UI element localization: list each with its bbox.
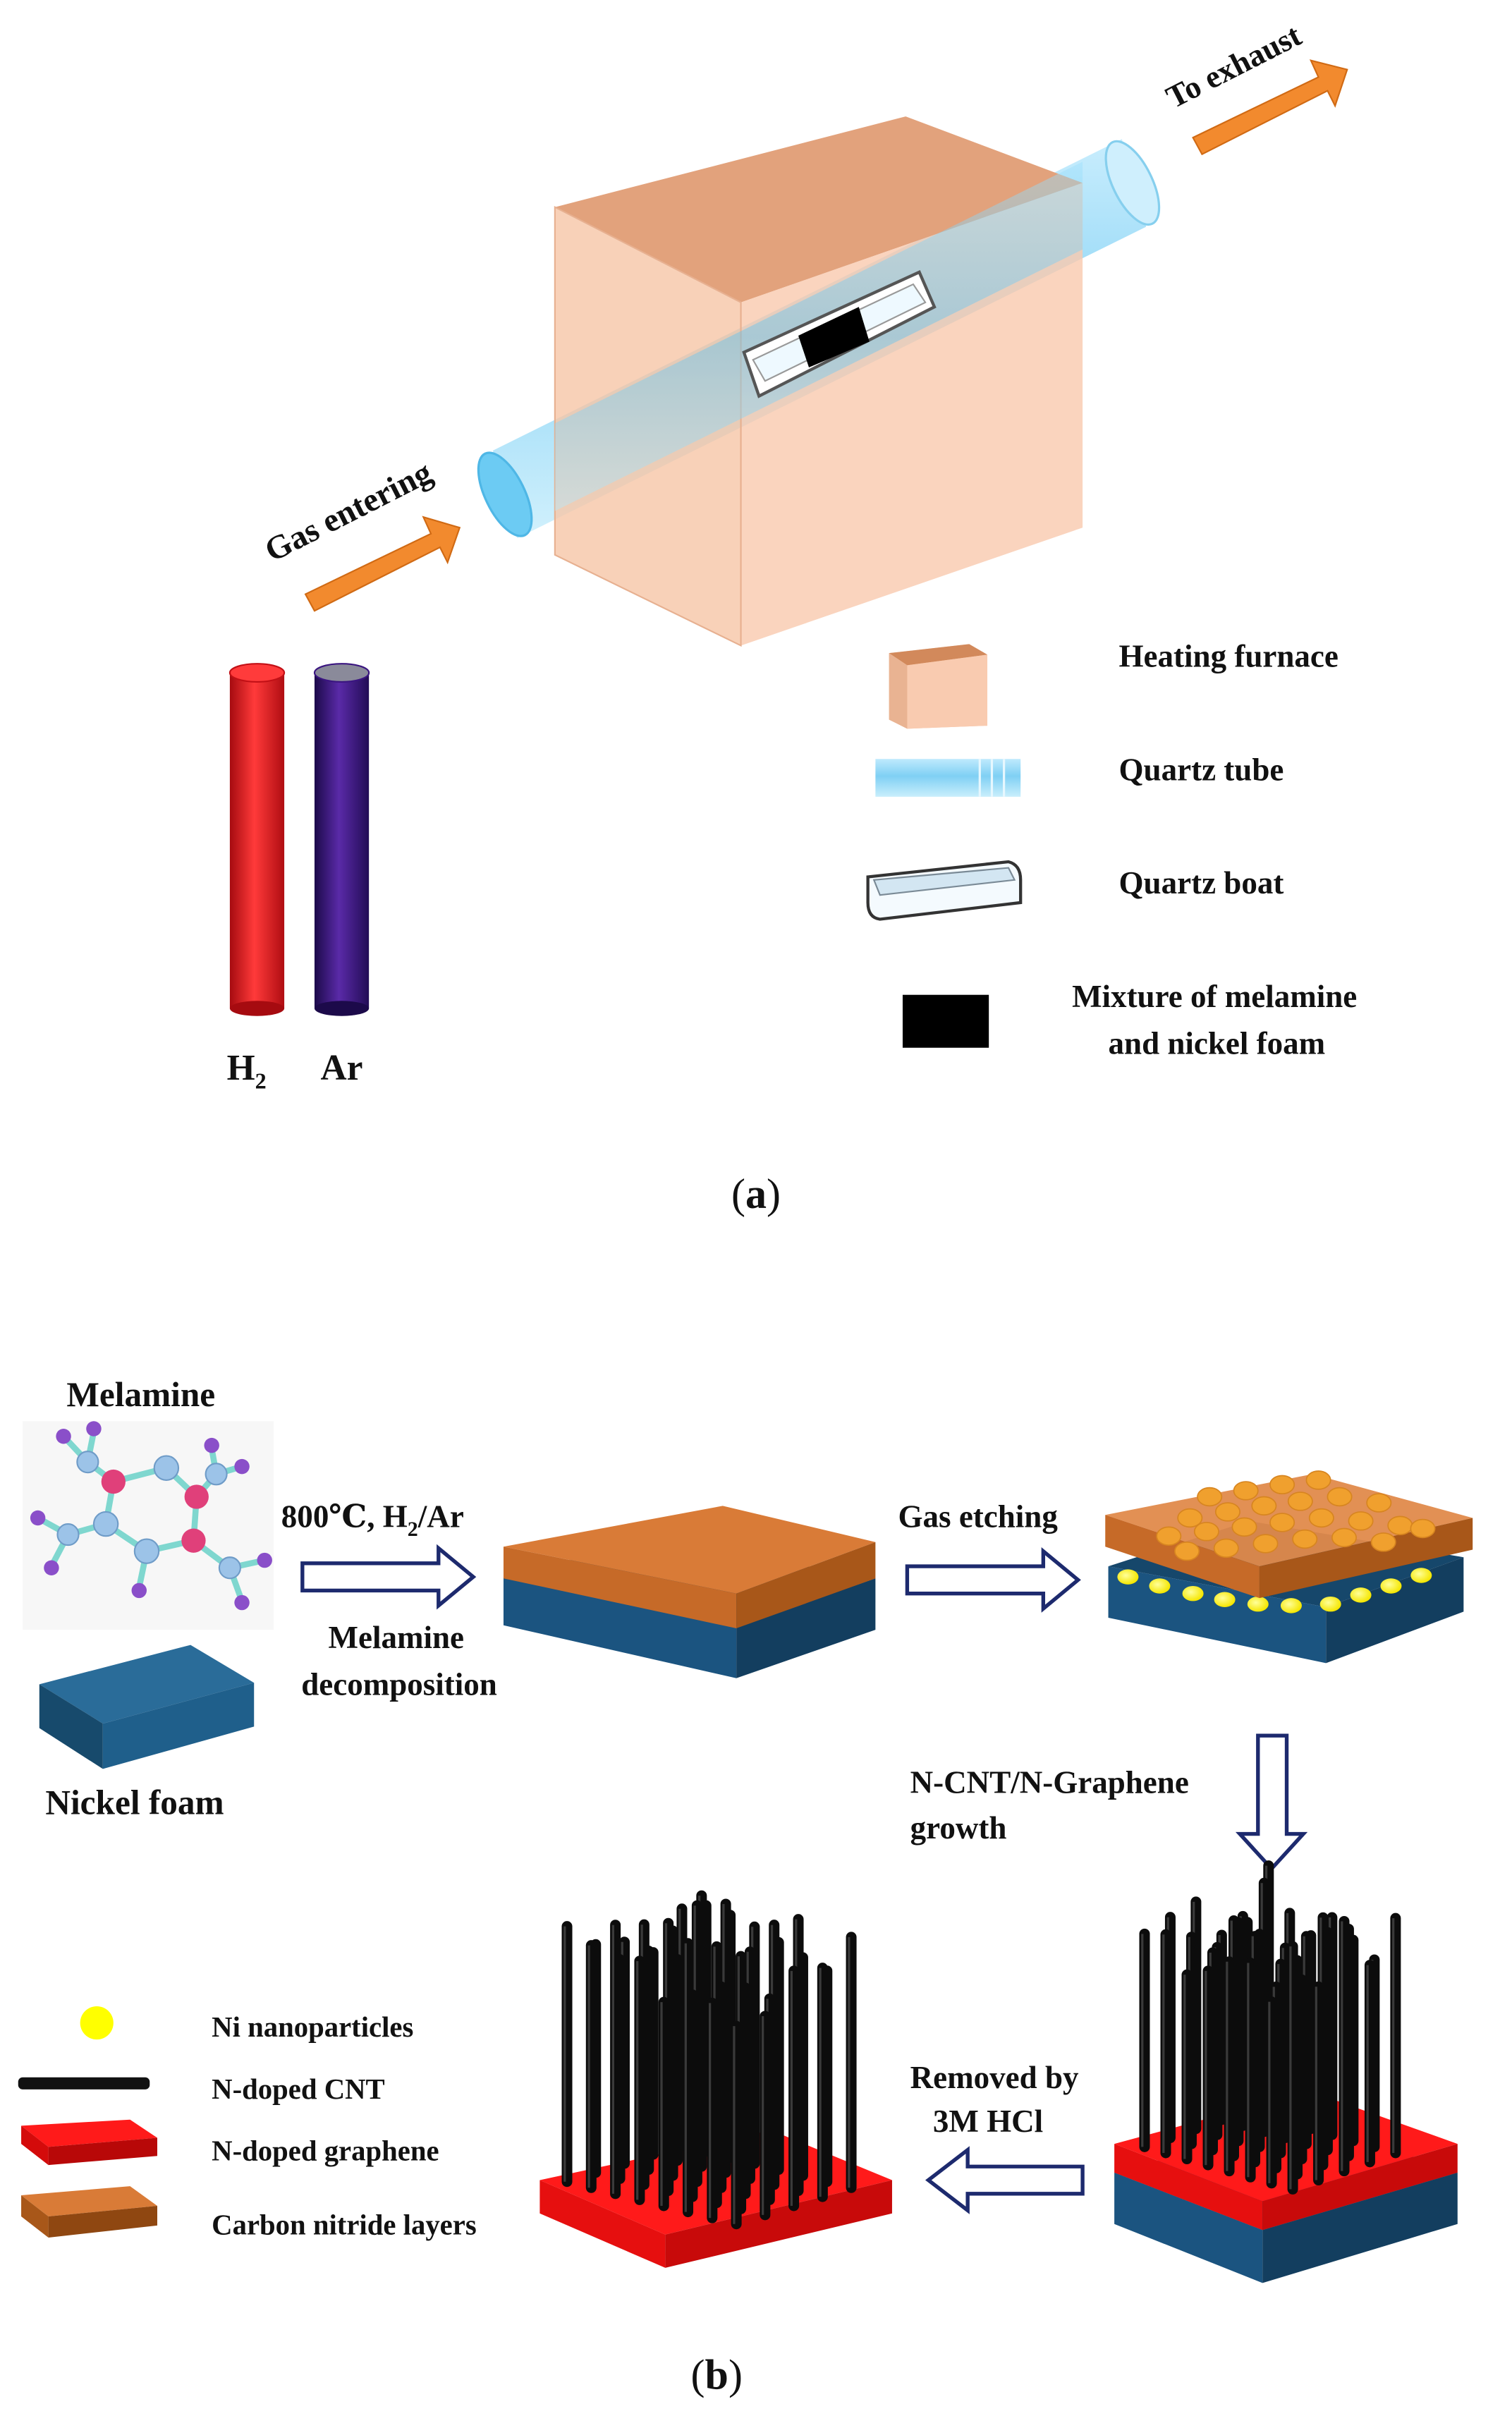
step1-condition-label: 800℃, H2/Ar [281, 1499, 464, 1541]
step3-label-1: N-CNT/N-Graphene [910, 1765, 1189, 1800]
step3-arrow [1235, 1733, 1308, 1872]
etched-block [1105, 1470, 1473, 1664]
cnt-icon [18, 2077, 150, 2089]
legend-ni-label: Ni nanoparticles [212, 2011, 413, 2043]
step4-arrow [925, 2146, 1085, 2214]
step3-label-2: growth [910, 1810, 1007, 1845]
step1-arrow [300, 1544, 477, 1610]
legend-cnt-label: N-doped CNT [212, 2073, 385, 2105]
melamine-label: Melamine [66, 1375, 215, 1414]
step2-arrow [905, 1546, 1081, 1613]
legend-graphene-label: N-doped graphene [212, 2135, 439, 2167]
h2-cylinder [228, 663, 286, 1016]
step1-bottom-label-2: decomposition [301, 1666, 497, 1702]
step2-label: Gas etching [898, 1499, 1059, 1534]
cnt-block-with-foam [1114, 1860, 1458, 2283]
step4-label-1: Removed by [910, 2060, 1079, 2095]
heating-furnace [554, 116, 1083, 647]
to-exhaust-arrow: To exhaust [1161, 18, 1348, 156]
nickel-foam-block [39, 1645, 255, 1769]
gas-entering-arrow: Gas entering [259, 454, 461, 612]
panel-b: Melamine [18, 1375, 1473, 2398]
caption-a: (a) [731, 1171, 781, 1217]
legend-mixture-label-2: and nickel foam [1109, 1025, 1326, 1061]
cnt-forest-right [1139, 1860, 1401, 2195]
cnt-block-graphene [539, 1890, 892, 2268]
legend-tube-label: Quartz tube [1119, 752, 1284, 787]
quartz-boat-icon [866, 860, 1023, 921]
step4-label-2: 3M HCl [933, 2104, 1043, 2139]
cnt-forest-left [561, 1890, 857, 2230]
ni-nanoparticle-icon [80, 2006, 114, 2040]
mixture-sample [798, 307, 870, 367]
nickel-foam-label: Nickel foam [45, 1783, 224, 1822]
legend-a: Heating furnace Quartz tube Quartz boat … [866, 638, 1357, 1061]
quartz-tube-icon [875, 759, 1021, 797]
h2-label: H2 [227, 1048, 267, 1094]
carbon-nitride-icon [21, 2186, 158, 2238]
legend-boat-label: Quartz boat [1119, 865, 1284, 901]
caption-b: (b) [691, 2351, 743, 2398]
panel-a: Gas entering To exhaust H2 Ar [227, 18, 1358, 1217]
mixture-icon [902, 994, 989, 1048]
step1-bottom-label-1: Melamine [328, 1620, 464, 1655]
ar-label: Ar [321, 1048, 363, 1088]
furnace-icon [889, 644, 988, 729]
melamine-molecule [23, 1421, 274, 1630]
ar-cylinder [313, 663, 370, 1016]
legend-furnace-label: Heating furnace [1119, 638, 1339, 673]
legend-carbon-nitride-label: Carbon nitride layers [212, 2209, 476, 2241]
graphene-icon [21, 2119, 158, 2166]
legend-b: Ni nanoparticles N-doped CNT N-doped gra… [18, 2006, 477, 2241]
coated-foam-block [503, 1506, 876, 1678]
legend-mixture-label-1: Mixture of melamine [1072, 979, 1357, 1014]
